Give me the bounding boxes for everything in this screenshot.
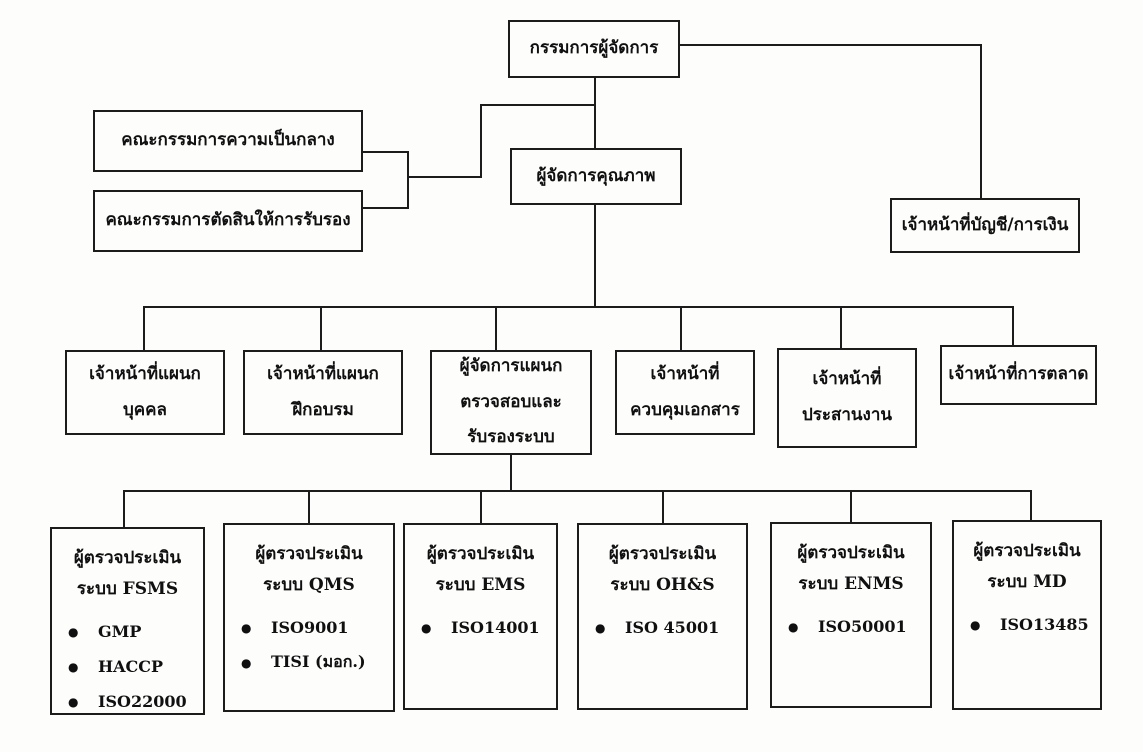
bullet-icon: ● (970, 617, 981, 632)
node-label: เจ้าหน้าที่ ประสานงาน (801, 369, 893, 425)
list-item: ● ISO14001 (405, 610, 556, 645)
connector-line (594, 78, 596, 148)
bullet-icon: ● (595, 620, 606, 635)
node-label: คณะกรรมการตัดสินให้การรับรอง (105, 210, 351, 231)
node-label: ผู้จัดการคุณภาพ (536, 165, 656, 186)
connector-line (363, 151, 409, 153)
bullet-icon: ● (241, 655, 252, 670)
node-title: ผู้ตรวจประเมิน (73, 548, 182, 568)
list-item-label: ISO9001 (271, 618, 349, 637)
node-impartiality-committee: คณะกรรมการความเป็นกลาง (93, 110, 363, 172)
connector-line (143, 306, 145, 350)
bullet-list: ● ISO50001 (772, 609, 930, 644)
list-item-label: ISO50001 (818, 617, 907, 636)
list-item: ● ISO 45001 (579, 610, 746, 645)
node-auditor-fsms: ผู้ตรวจประเมิน ระบบ FSMS ● GMP ● HACCP ●… (50, 527, 205, 715)
node-title: ผู้ตรวจประเมิน (973, 541, 1081, 561)
connector-line (123, 490, 125, 527)
node-subtitle: ระบบ QMS (263, 575, 355, 595)
bullet-icon: ● (241, 620, 252, 635)
connector-line (363, 207, 409, 209)
connector-line (680, 44, 982, 46)
connector-line (1012, 306, 1014, 345)
list-item: ● ISO9001 (225, 610, 393, 645)
node-auditor-enms: ผู้ตรวจประเมิน ระบบ ENMS ● ISO50001 (770, 522, 932, 708)
connector-line (320, 306, 322, 350)
node-audit-certification-manager: ผู้จัดการแผนก ตรวจสอบและ รับรองระบบ (430, 350, 592, 455)
connector-line (594, 205, 596, 306)
connector-line (407, 176, 482, 178)
node-title: ผู้ตรวจประเมิน (426, 544, 535, 564)
node-managing-director: กรรมการผู้จัดการ (508, 20, 680, 78)
node-personnel-officer: เจ้าหน้าที่แผนก บุคคล (65, 350, 225, 435)
connector-line (480, 104, 596, 106)
connector-line (1030, 490, 1032, 520)
bullet-list: ● ISO 45001 (579, 610, 746, 645)
node-title: ผู้ตรวจประเมิน (797, 543, 905, 563)
connector-line (680, 306, 682, 350)
node-label: เจ้าหน้าที่การตลาด (948, 364, 1089, 385)
node-title: ผู้ตรวจประเมิน (255, 544, 363, 564)
list-item: ● TISI (มอก.) (225, 645, 393, 680)
list-item-label: GMP (98, 622, 142, 641)
connector-line (510, 455, 512, 490)
connector-line (850, 490, 852, 522)
bullet-list: ● ISO13485 (954, 607, 1100, 642)
connector-line (308, 490, 310, 523)
node-subtitle: ระบบ FSMS (76, 579, 179, 599)
list-item: ● HACCP (52, 649, 203, 684)
bullet-icon: ● (68, 659, 79, 674)
connector-line (840, 306, 842, 348)
node-subtitle: ระบบ OH&S (610, 575, 715, 595)
bullet-list: ● GMP ● HACCP ● ISO22000 (52, 614, 203, 719)
bullet-list: ● ISO9001 ● TISI (มอก.) (225, 610, 393, 680)
node-label: เจ้าหน้าที่บัญชี/การเงิน (901, 214, 1069, 235)
node-subtitle: ระบบ MD (987, 572, 1067, 592)
bullet-list: ● ISO14001 (405, 610, 556, 645)
bullet-icon: ● (421, 620, 432, 635)
node-label: ผู้จัดการแผนก ตรวจสอบและ รับรองระบบ (459, 355, 563, 448)
list-item-label: ISO22000 (98, 692, 187, 711)
node-auditor-ems: ผู้ตรวจประเมิน ระบบ EMS ● ISO14001 (403, 523, 558, 710)
node-training-officer: เจ้าหน้าที่แผนก ฝึกอบรม (243, 350, 403, 435)
connector-line (143, 306, 1014, 308)
node-accounting-finance-officer: เจ้าหน้าที่บัญชี/การเงิน (890, 198, 1080, 253)
node-label: กรรมการผู้จัดการ (529, 38, 659, 59)
node-auditor-md: ผู้ตรวจประเมิน ระบบ MD ● ISO13485 (952, 520, 1102, 710)
bullet-icon: ● (788, 619, 799, 634)
connector-line (480, 490, 482, 523)
node-marketing-officer: เจ้าหน้าที่การตลาด (940, 345, 1097, 405)
node-document-control-officer: เจ้าหน้าที่ ควบคุมเอกสาร (615, 350, 755, 435)
list-item-label: TISI (มอก.) (271, 652, 366, 671)
node-subtitle: ระบบ ENMS (798, 574, 904, 594)
list-item: ● GMP (52, 614, 203, 649)
list-item: ● ISO13485 (954, 607, 1100, 642)
node-title: ผู้ตรวจประเมิน (608, 544, 717, 564)
bullet-icon: ● (68, 694, 79, 709)
connector-line (980, 44, 982, 198)
node-label: เจ้าหน้าที่แผนก บุคคล (89, 363, 201, 420)
node-coordination-officer: เจ้าหน้าที่ ประสานงาน (777, 348, 917, 448)
node-certification-committee: คณะกรรมการตัดสินให้การรับรอง (93, 190, 363, 252)
node-label: คณะกรรมการความเป็นกลาง (121, 130, 335, 151)
connector-line (480, 104, 482, 178)
node-quality-manager: ผู้จัดการคุณภาพ (510, 148, 682, 205)
list-item: ● ISO50001 (772, 609, 930, 644)
list-item-label: ISO 45001 (625, 618, 720, 637)
node-auditor-qms: ผู้ตรวจประเมิน ระบบ QMS ● ISO9001 ● TISI… (223, 523, 395, 712)
bullet-icon: ● (68, 624, 79, 639)
connector-line (407, 151, 409, 209)
node-auditor-ohs: ผู้ตรวจประเมิน ระบบ OH&S ● ISO 45001 (577, 523, 748, 710)
list-item-label: ISO14001 (451, 618, 540, 637)
list-item: ● ISO22000 (52, 684, 203, 719)
list-item-label: ISO13485 (1000, 615, 1089, 634)
connector-line (123, 490, 1032, 492)
node-label: เจ้าหน้าที่แผนก ฝึกอบรม (267, 363, 379, 420)
connector-line (495, 306, 497, 350)
list-item-label: HACCP (98, 657, 164, 676)
node-subtitle: ระบบ EMS (435, 575, 526, 595)
connector-line (662, 490, 664, 523)
node-label: เจ้าหน้าที่ ควบคุมเอกสาร (630, 363, 740, 420)
